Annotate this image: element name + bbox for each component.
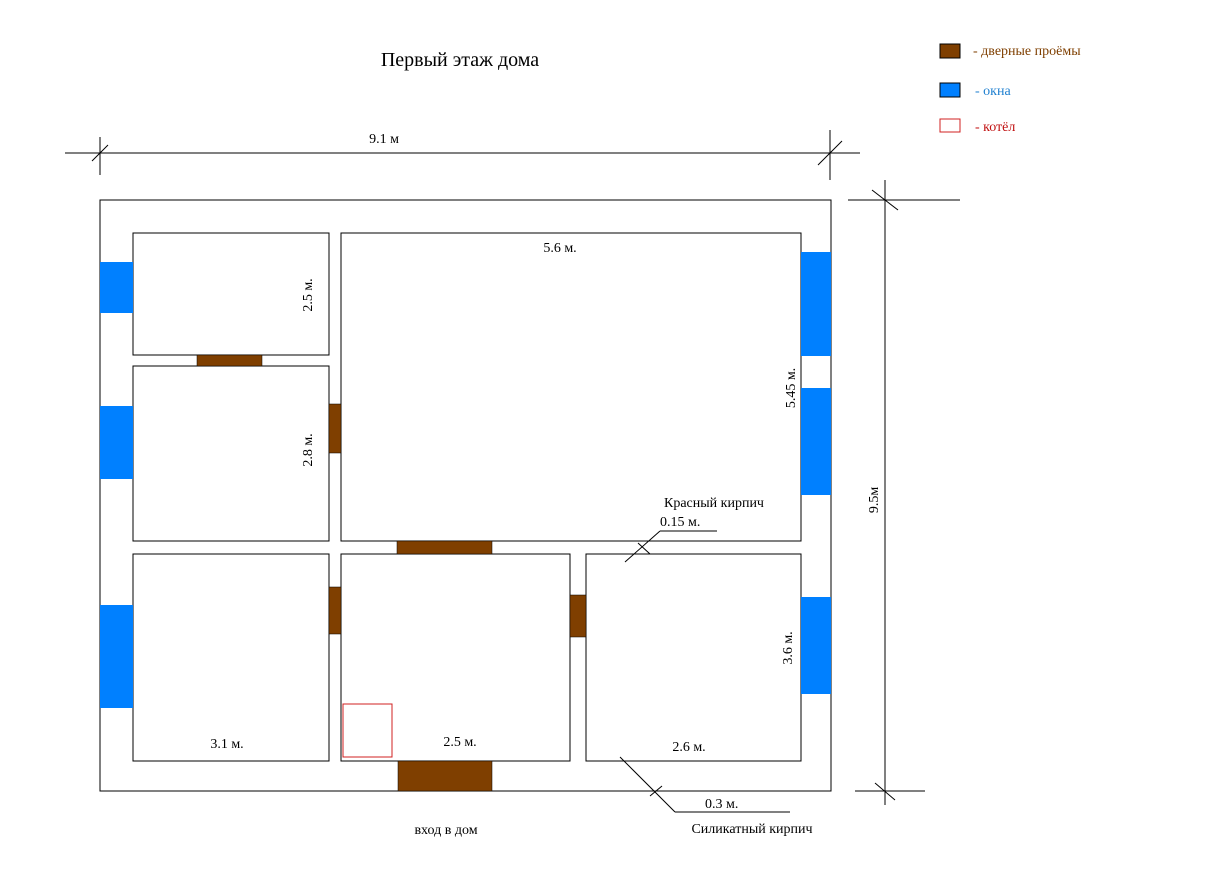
room-5 [340, 553, 571, 762]
window-swatch [939, 82, 961, 98]
doors [196, 354, 587, 792]
silicate-label: Силикатный кирпич [691, 822, 812, 837]
legend-doors: - дверные проёмы [973, 44, 1081, 59]
silicate-thickness: 0.3 м. [705, 797, 738, 812]
silicate-brick-callout: 0.3 м. Силикатный кирпич [619, 756, 813, 837]
door [569, 594, 587, 638]
entrance-door [397, 760, 493, 792]
height-label: 9.5м [867, 487, 882, 514]
red-brick-thickness: 0.15 м. [660, 515, 700, 530]
room-1-height: 2.5 м. [301, 278, 316, 311]
room-2 [132, 365, 330, 542]
door [196, 354, 263, 367]
room-6-width: 2.6 м. [672, 740, 705, 755]
room-6 [585, 553, 802, 762]
windows [100, 252, 831, 708]
room-3-width: 5.6 м. [543, 241, 576, 256]
window [801, 597, 831, 694]
room-5-width: 2.5 м. [443, 735, 476, 750]
boiler-swatch [939, 118, 961, 133]
red-brick-label: Красный кирпич [664, 496, 764, 511]
room-4-width: 3.1 м. [210, 737, 243, 752]
door [396, 540, 493, 555]
legend: - дверные проёмы - окна - котёл [939, 43, 1081, 135]
legend-windows: - окна [975, 84, 1011, 99]
top-dimension: 9.1 м [65, 130, 860, 180]
room-2-height: 2.8 м. [301, 433, 316, 466]
plan-title: Первый этаж дома [381, 49, 539, 71]
window [100, 605, 133, 708]
right-dimension: 9.5м [848, 180, 960, 805]
boiler [342, 703, 393, 758]
door [328, 586, 342, 635]
window [801, 252, 831, 356]
room-4 [132, 553, 330, 762]
legend-boiler: - котёл [975, 120, 1015, 135]
room-1 [132, 232, 330, 356]
entrance-label: вход в дом [414, 823, 477, 838]
door [328, 403, 342, 454]
room-3-height: 5.45 м. [784, 368, 799, 408]
room-6-height: 3.6 м. [781, 631, 796, 664]
window [100, 406, 133, 479]
window [100, 262, 133, 313]
red-brick-callout: Красный кирпич 0.15 м. [624, 496, 764, 563]
door-swatch [939, 43, 961, 59]
room-3 [340, 232, 802, 542]
width-label: 9.1 м [369, 132, 399, 147]
window [801, 388, 831, 495]
